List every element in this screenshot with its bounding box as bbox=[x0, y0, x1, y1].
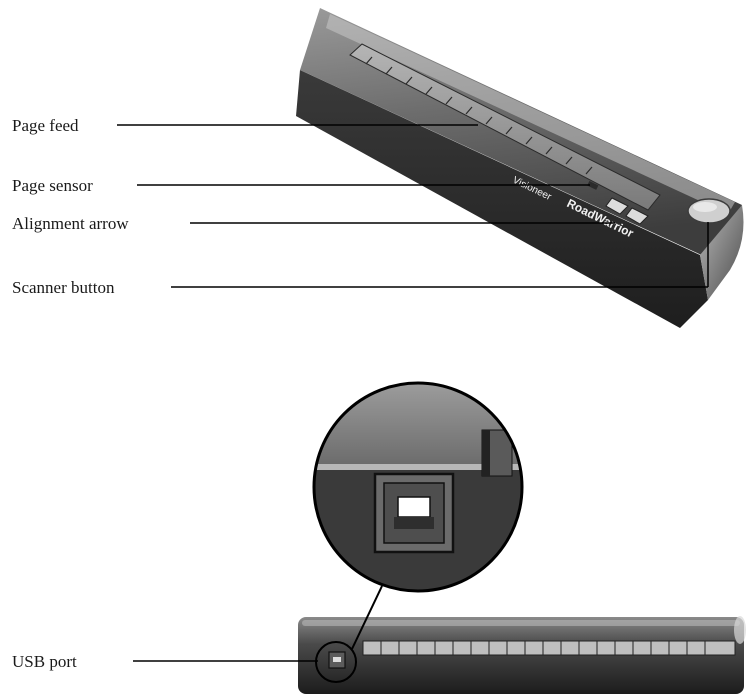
zoom-edge-highlight bbox=[314, 464, 522, 470]
leader-lines bbox=[117, 124, 709, 662]
scanner-perspective-view: Visioneer RoadWarrior bbox=[296, 8, 744, 328]
zoom-connector-line bbox=[351, 585, 383, 650]
page-sensor bbox=[587, 181, 599, 190]
page-feed-ticks bbox=[365, 56, 593, 175]
usb-port-large-contact bbox=[397, 496, 431, 518]
label-page-sensor: Page sensor bbox=[12, 176, 93, 195]
alignment-arrow bbox=[605, 197, 649, 225]
usb-port-inner bbox=[333, 657, 341, 662]
usb-port-highlight-circle bbox=[315, 641, 357, 683]
page-feed-slot bbox=[349, 43, 661, 211]
scanner-end-cap bbox=[700, 205, 744, 300]
scanner-bar-slot bbox=[362, 640, 736, 656]
label-alignment-arrow: Alignment arrow bbox=[12, 214, 129, 233]
scanner-front-view bbox=[298, 585, 746, 694]
callout-labels: Page feed Page sensor Alignment arrow Sc… bbox=[12, 116, 129, 671]
label-page-feed: Page feed bbox=[12, 116, 79, 135]
scanner-bar-highlight bbox=[302, 620, 740, 626]
scanner-bar-slot-ticks bbox=[380, 641, 706, 655]
scanner-bar-end-light bbox=[734, 616, 746, 644]
zoom-circle-border bbox=[312, 381, 524, 593]
label-usb-port: USB port bbox=[12, 652, 77, 671]
scanner-button-gloss bbox=[693, 202, 717, 212]
label-scanner-button: Scanner button bbox=[12, 278, 115, 297]
scanner-highlight bbox=[326, 14, 735, 214]
usb-port-zoom bbox=[312, 381, 524, 593]
scanner-front-face bbox=[296, 70, 708, 328]
